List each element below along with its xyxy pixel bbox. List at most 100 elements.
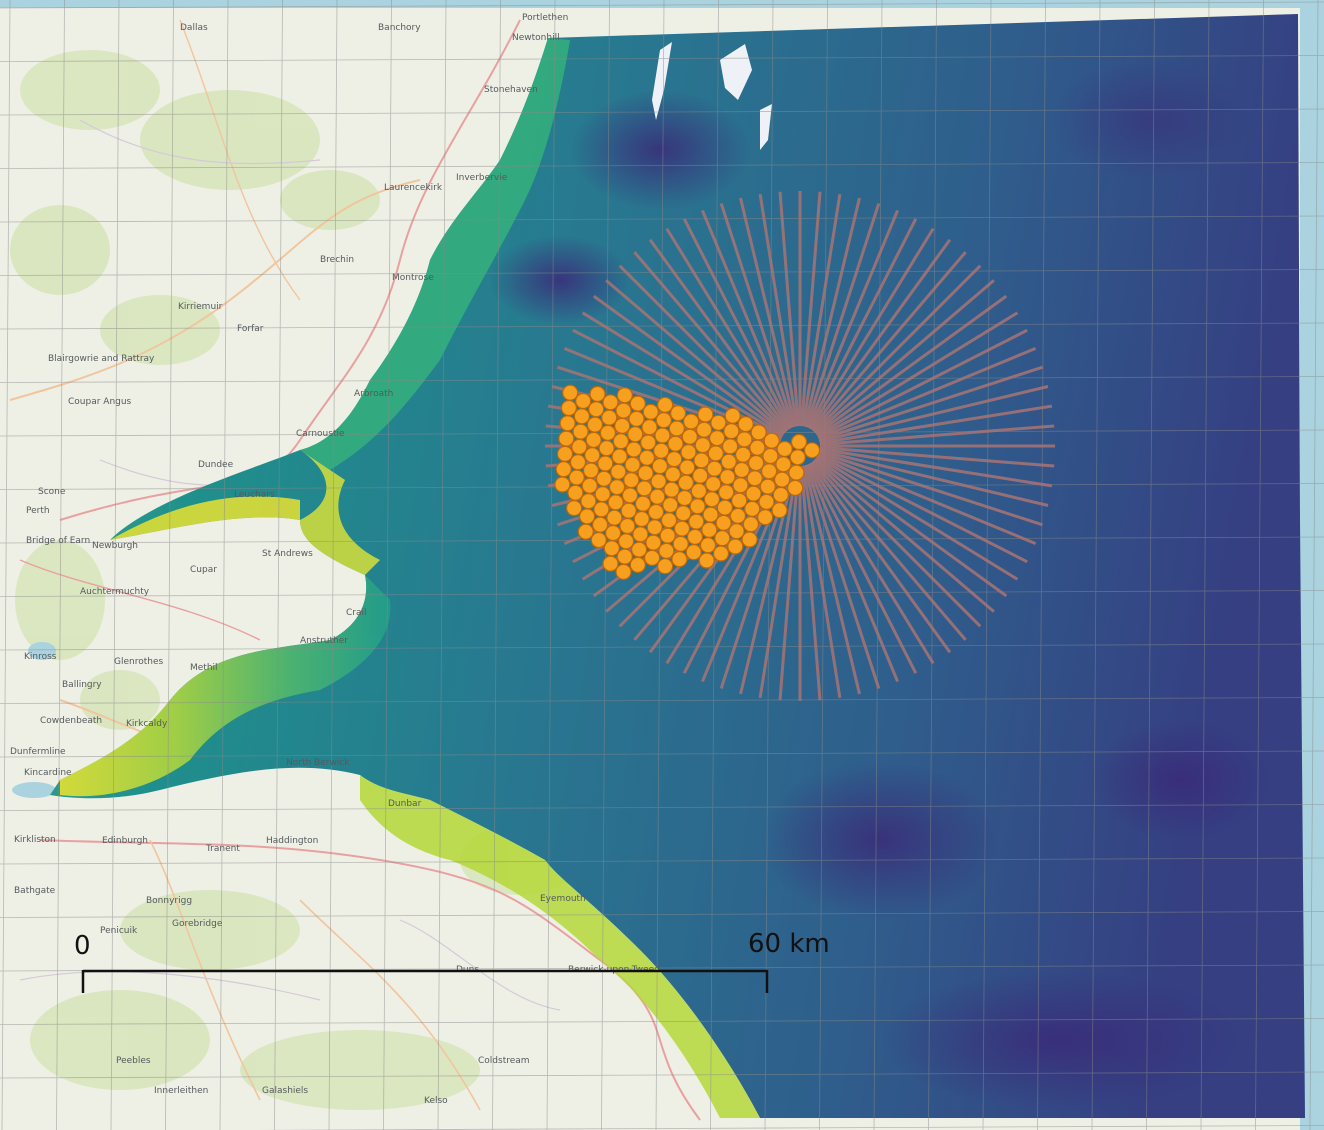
turbine-marker [632, 526, 649, 543]
turbine-marker [601, 409, 618, 426]
turbine-marker [607, 494, 624, 511]
turbine-marker [577, 523, 594, 540]
turbine-marker [610, 463, 627, 480]
turbine-marker [591, 516, 609, 533]
turbine-marker [603, 540, 620, 557]
grid-line-horizontal [0, 804, 1324, 811]
turbine-marker [594, 486, 611, 503]
place-label-coupar-angus: Coupar Angus [68, 397, 132, 407]
turbine-marker [759, 478, 776, 495]
transect-line [816, 455, 1019, 581]
transect-line [817, 347, 1037, 440]
turbine-layout [554, 384, 821, 581]
turbine-marker [703, 491, 721, 508]
transect-line [648, 238, 790, 431]
transect-line [665, 227, 791, 430]
turbine-marker [625, 441, 643, 458]
transect-line [819, 404, 1053, 445]
grid-line-horizontal [0, 162, 1324, 169]
turbine-marker [681, 428, 698, 445]
turbine-marker [733, 461, 750, 479]
grid-line-horizontal [0, 911, 1324, 918]
turbine-marker [556, 445, 574, 462]
place-label-dunfermline: Dunfermline [10, 747, 66, 757]
turbine-marker [628, 410, 645, 427]
turbine-marker [689, 498, 706, 515]
turbine-marker [667, 435, 684, 452]
grid-line-horizontal [0, 643, 1324, 651]
shallow-bands [60, 38, 760, 1118]
place-label-ballingry: Ballingry [62, 680, 102, 690]
turbine-marker [745, 485, 762, 502]
water-bodies [12, 642, 56, 798]
turbine-marker [589, 385, 606, 403]
place-label-blairgowrie: Blairgowrie and Rattray [48, 354, 155, 364]
turbine-marker [606, 509, 623, 526]
transect-line [800, 191, 822, 427]
turbine-marker [723, 423, 740, 440]
turbine-marker [688, 513, 705, 530]
turbine-marker [669, 405, 687, 422]
turbine-marker [682, 413, 700, 430]
turbine-marker [629, 395, 646, 412]
transect-line [815, 456, 1008, 598]
turbine-marker [584, 447, 601, 464]
turbine-marker [660, 512, 678, 529]
turbine-marker [658, 542, 675, 560]
turbine-marker [565, 500, 583, 517]
turbine-marker [664, 466, 682, 483]
turbine-marker [737, 416, 754, 433]
turbine-marker [789, 449, 806, 466]
grid-line-horizontal [0, 750, 1324, 758]
place-label-glenrothes: Glenrothes [114, 657, 163, 667]
place-label-kincardine: Kincardine [24, 768, 72, 778]
turbine-marker [645, 534, 662, 551]
place-label-anstruther: Anstruther [300, 636, 348, 646]
turbine-marker [651, 458, 669, 475]
turbine-marker [602, 555, 619, 572]
turbine-marker [555, 461, 572, 478]
transect-line [804, 464, 881, 689]
turbine-marker [611, 448, 628, 465]
turbine-marker [675, 505, 692, 522]
grid-line-vertical [1200, 0, 1210, 1130]
transect-line [810, 238, 952, 431]
turbine-marker [599, 424, 617, 441]
turbine-marker [727, 538, 744, 555]
grid-line-vertical [383, 0, 392, 1130]
turbine-marker [595, 470, 613, 487]
grid-line-horizontal [0, 215, 1324, 223]
grid-line-horizontal [0, 697, 1324, 704]
turbine-marker [633, 510, 650, 528]
grid-line-vertical [274, 0, 283, 1130]
transect-line [813, 264, 982, 433]
place-label-haddington: Haddington [266, 836, 318, 846]
transect-line [818, 365, 1043, 442]
transect-line [801, 465, 842, 699]
turbine-marker [685, 544, 702, 561]
transect-line [817, 328, 1028, 439]
place-label-cupar: Cupar [190, 565, 217, 575]
turbine-marker [558, 430, 575, 447]
grid-line-vertical [764, 0, 774, 1130]
turbine-marker [750, 424, 767, 441]
turbine-marker [708, 430, 726, 447]
transect-line [778, 465, 800, 701]
turbine-marker [575, 392, 592, 410]
place-label-carnoustie: Carnoustie [296, 429, 345, 439]
turbine-marker [677, 474, 695, 491]
turbine-marker [763, 432, 780, 449]
grid-line-vertical [1146, 0, 1155, 1130]
transect-line [806, 209, 899, 429]
transect-line [806, 463, 899, 683]
transect-line [800, 465, 822, 701]
map-border-right [1300, 0, 1324, 1130]
turbine-marker [578, 508, 596, 525]
turbine-marker [695, 421, 713, 438]
turbine-marker [554, 476, 571, 493]
place-label-bonnyrigg: Bonnyrigg [146, 896, 192, 906]
turbine-marker [642, 403, 659, 420]
turbine-marker [612, 433, 630, 450]
grid-line-vertical [165, 0, 174, 1130]
